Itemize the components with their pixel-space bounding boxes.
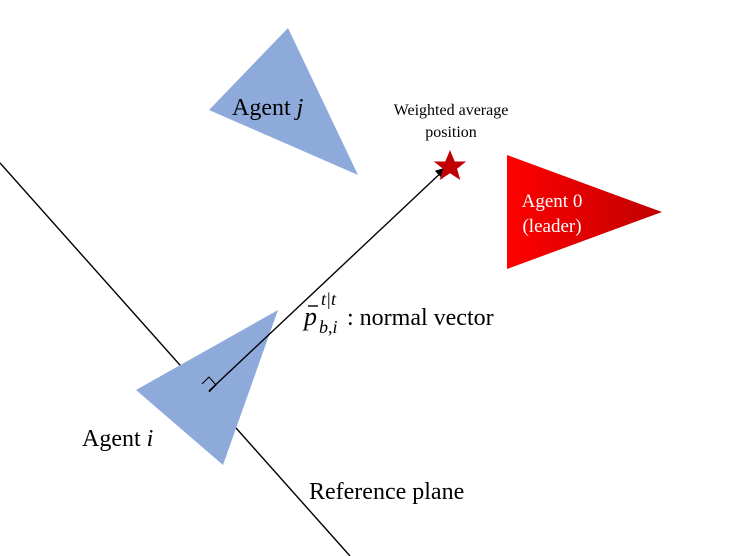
reference-plane-line [0, 162, 351, 556]
vector-symbol-subscript: b,i [319, 317, 338, 337]
agent-i-triangle [136, 310, 278, 465]
agent-j-label: Agent j [232, 95, 304, 121]
weighted-average-star-icon [433, 150, 467, 180]
weighted-average-label-line1: Weighted average [394, 102, 509, 119]
leader-agent-triangle [507, 155, 662, 269]
vector-symbol-superscript: t|t [321, 289, 337, 309]
reference-plane-label: Reference plane [309, 479, 464, 505]
leader-label-line1: Agent 0 [522, 191, 583, 212]
agent-j-triangle [209, 28, 358, 175]
weighted-average-label-line2: position [425, 124, 477, 141]
normal-vector-arrow [208, 167, 447, 392]
normal-vector-symbol: p t|t b,i [302, 289, 338, 337]
leader-label-line2: (leader) [522, 216, 581, 237]
right-angle-marker [201, 376, 217, 393]
normal-vector-description: : normal vector [347, 305, 494, 331]
vector-symbol-base: p [302, 302, 317, 331]
agent-i-label: Agent i [82, 426, 153, 452]
